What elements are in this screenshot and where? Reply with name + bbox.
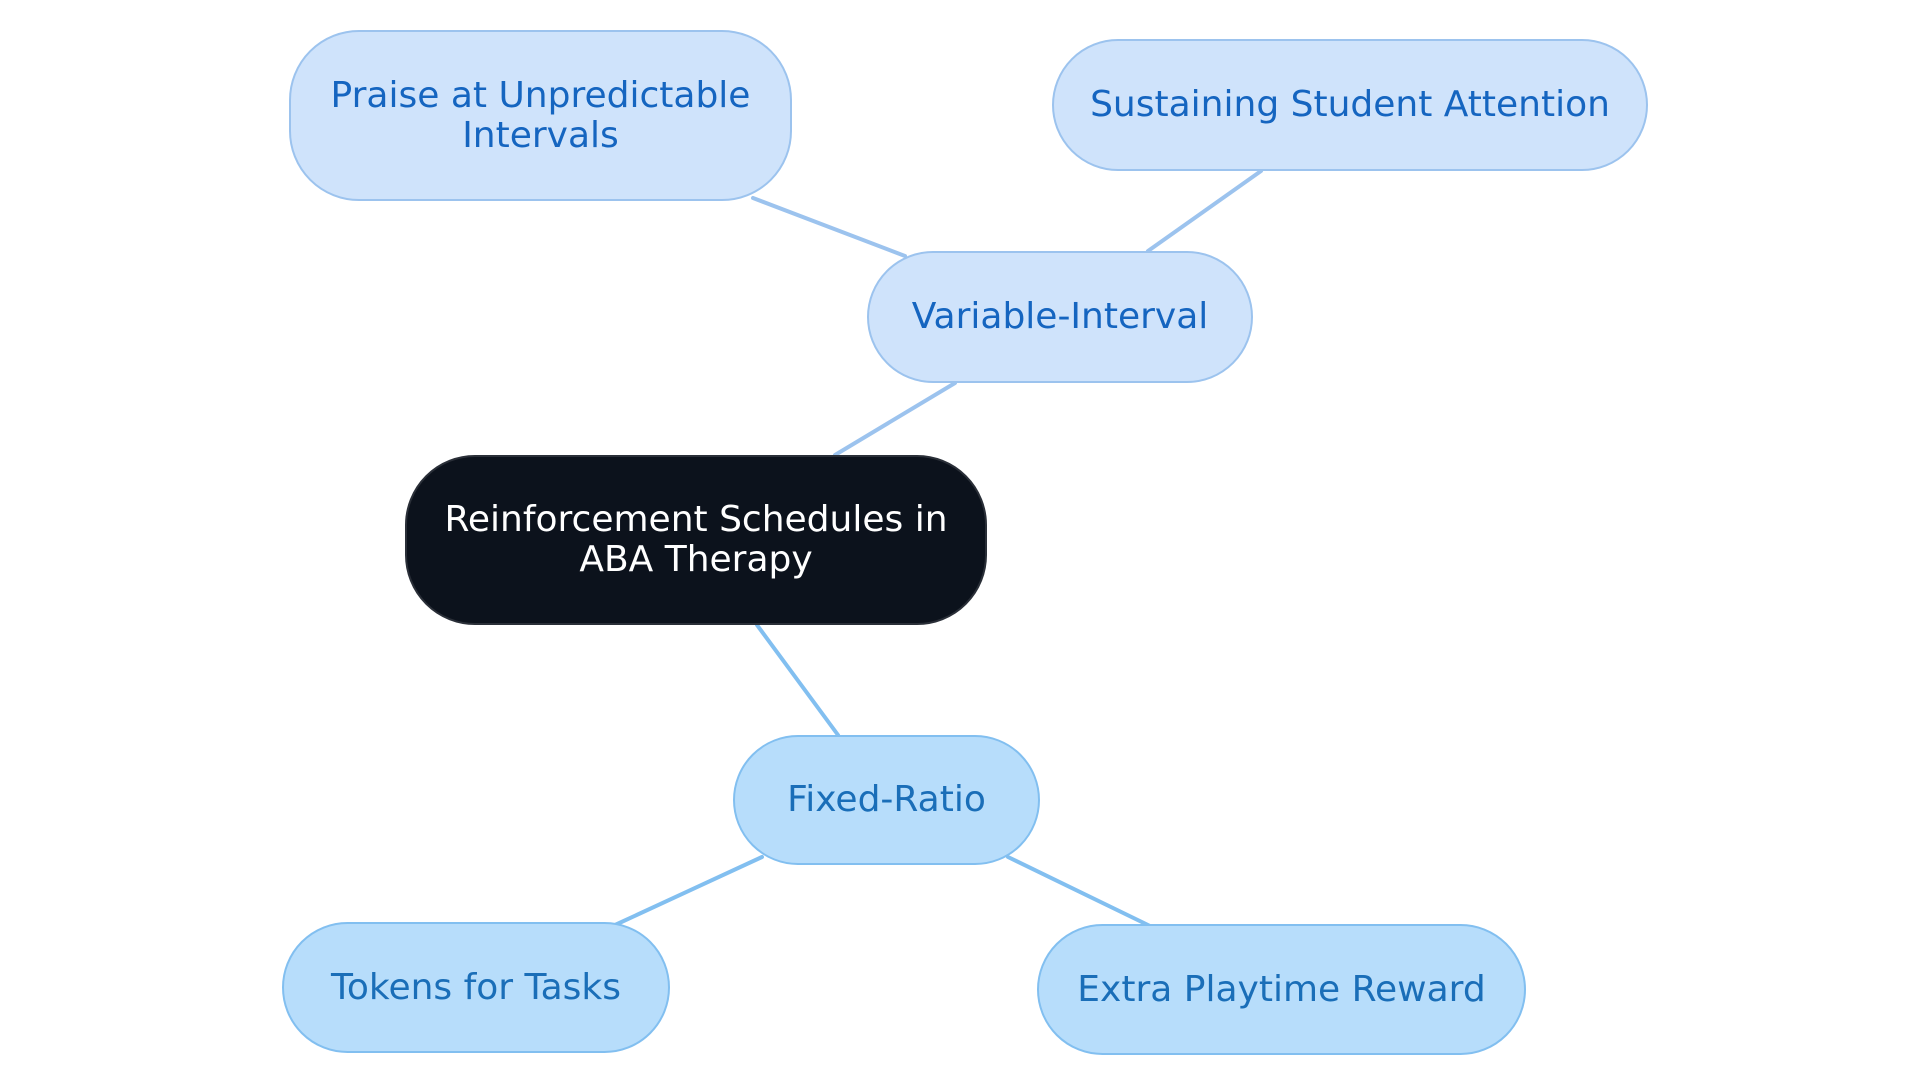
variable-interval-node-label: Variable-Interval [911, 296, 1209, 337]
edge-fixed-ratio-playtime [1006, 855, 1152, 928]
praise-node-label: Praise at Unpredictable Intervals [330, 74, 751, 156]
sustaining-attention-node-label: Sustaining Student Attention [1090, 84, 1610, 125]
edge-fixed-ratio-tokens [613, 855, 764, 927]
edge-variable-interval-praise [751, 196, 907, 258]
fixed-ratio-node[interactable]: Fixed-Ratio [733, 735, 1040, 865]
extra-playtime-node[interactable]: Extra Playtime Reward [1037, 924, 1526, 1055]
edge-root-fixed-ratio [755, 623, 840, 737]
root-node[interactable]: Reinforcement Schedules in ABA Therapy [405, 455, 987, 625]
variable-interval-node[interactable]: Variable-Interval [867, 251, 1253, 383]
tokens-for-tasks-node-label: Tokens for Tasks [330, 966, 622, 1008]
extra-playtime-node-label: Extra Playtime Reward [1077, 968, 1486, 1010]
edge-root-variable-interval [833, 381, 957, 457]
fixed-ratio-node-label: Fixed-Ratio [787, 779, 986, 820]
tokens-for-tasks-node[interactable]: Tokens for Tasks [282, 922, 670, 1053]
praise-node[interactable]: Praise at Unpredictable Intervals [289, 30, 792, 201]
root-node-label: Reinforcement Schedules in ABA Therapy [444, 499, 948, 580]
sustaining-attention-node[interactable]: Sustaining Student Attention [1052, 39, 1648, 171]
edge-variable-interval-sustaining [1146, 169, 1263, 253]
